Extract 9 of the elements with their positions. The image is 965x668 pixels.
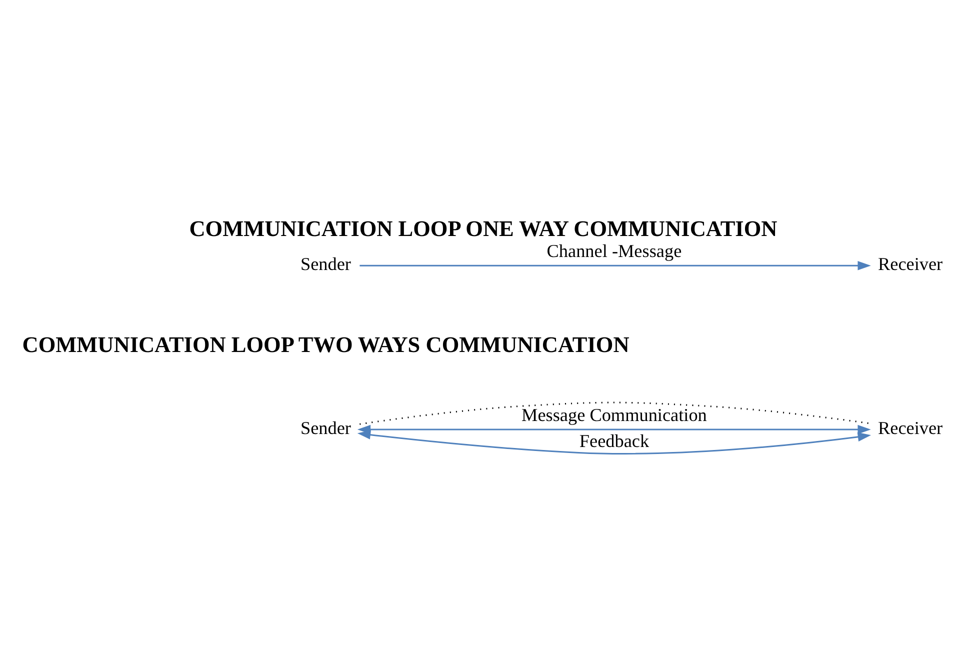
edge-label: Message Communication: [521, 404, 706, 424]
node-text: Sender: [300, 417, 350, 438]
label: COMMUNICATION LOOP TWO WAYS COMMUNICATION: [22, 332, 629, 357]
edge-label: Channel -Message: [546, 240, 682, 260]
node-text: Receiver: [877, 254, 942, 274]
diagram-title: COMMUNICATION LOOP ONE WAY COMMUNICATION: [188, 215, 777, 240]
node-text: Receiver: [877, 417, 942, 438]
node-text: Sender: [300, 254, 350, 274]
edge-label: Feedback: [578, 430, 649, 451]
